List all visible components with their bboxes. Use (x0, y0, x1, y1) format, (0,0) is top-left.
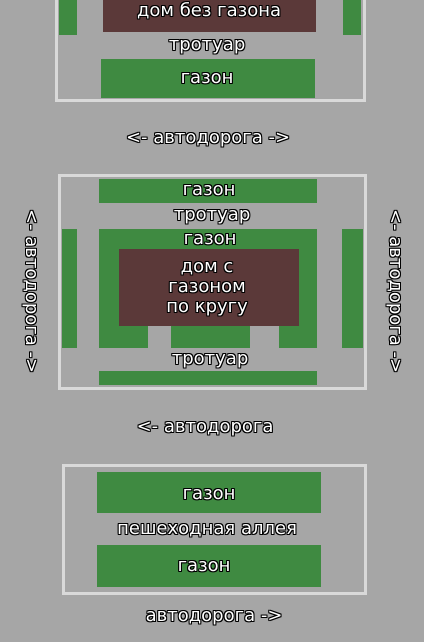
top-sidewalk-label: тротуар (168, 34, 246, 55)
top-right-lawn-strip (343, 0, 361, 35)
bottom-bottom-lawn (97, 545, 321, 587)
middle-left-lawn-strip (62, 229, 77, 348)
house-with-lawn-line-3: по кругу (166, 296, 248, 317)
bottom-top-lawn-label: газон (182, 483, 236, 504)
top-block (55, 0, 366, 102)
house-with-lawn-line-2: газоном (168, 276, 246, 297)
house-with-lawn-label: дом с газоном по кругу (166, 257, 248, 317)
road-label-left: <- автодорога -> (21, 208, 42, 374)
top-lawn (101, 59, 315, 98)
bottom-bottom-lawn-label: газон (177, 555, 231, 576)
middle-top-sidewalk-label: тротуар (173, 204, 251, 225)
middle-block (58, 174, 367, 390)
road-label-1: <- автодорога -> (125, 127, 291, 148)
middle-top-lawn (99, 179, 317, 203)
top-lawn-label: газон (180, 67, 234, 88)
road-label-3: автодорога -> (145, 605, 283, 626)
house-without-lawn (103, 0, 316, 32)
pedestrian-alley-label: пешеходная аллея (117, 518, 297, 539)
house-with-lawn (119, 249, 299, 326)
house-without-lawn-label: дом без газона (136, 0, 282, 21)
road-label-right: <- автодорога -> (385, 208, 406, 374)
lawn-ring-label: газон (183, 228, 237, 249)
top-left-lawn-strip (59, 0, 77, 35)
middle-bottom-sidewalk-label: тротуар (171, 348, 249, 369)
middle-right-lawn-strip (342, 229, 363, 348)
road-label-2: <- автодорога (136, 416, 274, 437)
lawn-ring-top (99, 229, 317, 249)
bottom-block (62, 464, 367, 595)
bottom-top-lawn (97, 472, 321, 513)
middle-top-lawn-label: газон (182, 179, 236, 200)
house-with-lawn-line-1: дом с (180, 256, 234, 277)
lawn-ring-bottom (171, 326, 250, 348)
middle-bottom-lawn (99, 371, 317, 385)
